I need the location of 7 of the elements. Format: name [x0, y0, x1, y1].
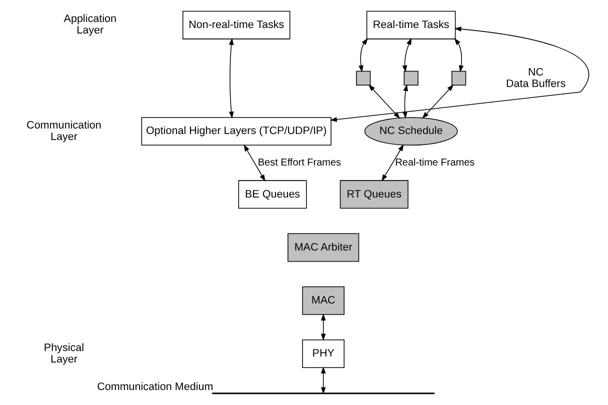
edge-label: Real-time Frames	[394, 157, 474, 168]
edge-label: Best Effort Frames	[257, 157, 341, 168]
node-label: Communication Medium	[96, 381, 213, 394]
label: Physical Layer	[43, 342, 84, 366]
label: NC Data Buffers	[505, 66, 566, 90]
label: Communication Layer	[26, 119, 101, 143]
label: Application Layer	[63, 13, 116, 37]
